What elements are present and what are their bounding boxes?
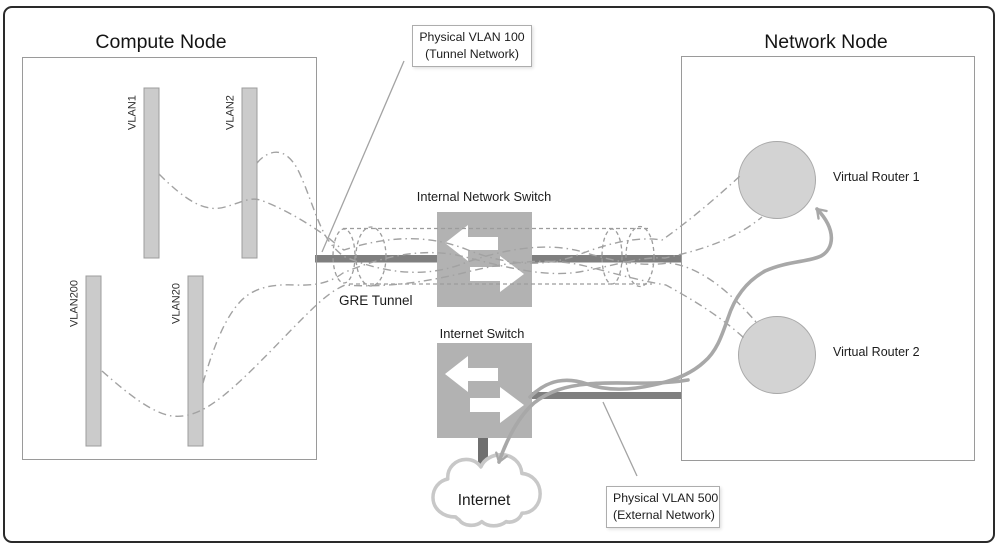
virtual-router-1	[738, 141, 816, 219]
vlan500-callout-line1: Physical VLAN 500	[613, 491, 719, 505]
network-node-box	[681, 56, 975, 461]
internet-switch	[437, 343, 532, 438]
vlan100-callout: Physical VLAN 100 (Tunnel Network)	[412, 25, 532, 67]
internet-cloud-label: Internet	[457, 492, 511, 509]
vlan2-label: VLAN2	[224, 95, 237, 130]
vlan100-callout-line1: Physical VLAN 100	[419, 30, 525, 44]
vlan500-callout-line2: (External Network)	[613, 508, 715, 522]
vlan100-callout-line2: (Tunnel Network)	[425, 47, 519, 61]
internet-switch-label: Internet Switch	[439, 326, 525, 341]
gre-tunnel-label: GRE Tunnel	[339, 293, 413, 308]
switch-arrows-icon	[445, 356, 524, 423]
network-node-title: Network Node	[764, 31, 888, 53]
vlan500-callout: Physical VLAN 500 (External Network)	[606, 486, 720, 528]
switch-arrows-icon	[445, 225, 524, 292]
vlan200-label: VLAN200	[68, 279, 81, 328]
virtual-router-1-label: Virtual Router 1	[833, 170, 920, 184]
page-border	[3, 6, 995, 543]
internal-network-switch	[437, 212, 532, 307]
virtual-router-2	[738, 316, 816, 394]
cloud-icon	[431, 452, 542, 528]
vlan1-label: VLAN1	[126, 95, 139, 130]
internal-switch-label: Internal Network Switch	[416, 189, 552, 204]
compute-node-box	[22, 57, 317, 460]
vlan20-label: VLAN20	[170, 283, 183, 324]
compute-node-title: Compute Node	[95, 31, 227, 53]
internet-cloud	[426, 452, 548, 530]
virtual-router-2-label: Virtual Router 2	[833, 345, 920, 359]
